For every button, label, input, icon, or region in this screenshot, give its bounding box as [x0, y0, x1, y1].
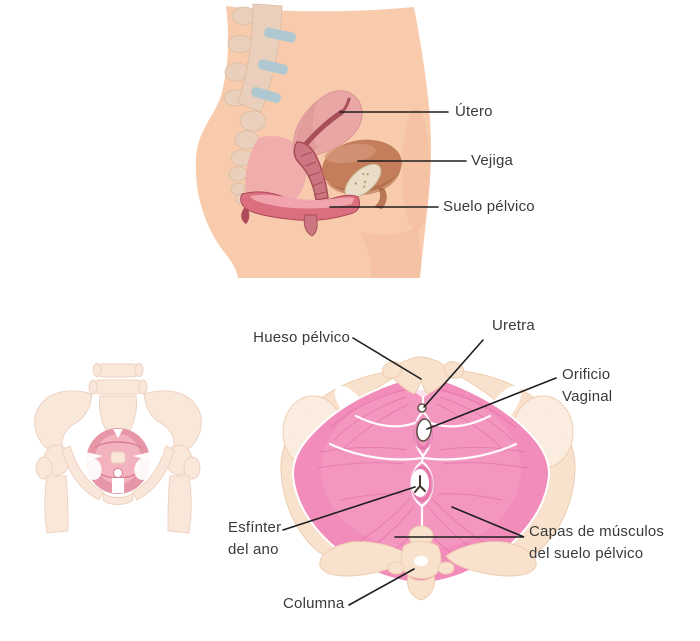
label-line: del ano [228, 541, 279, 558]
sagittal-pelvis-illustration [195, 3, 432, 278]
leader-esfinter [282, 486, 416, 531]
label-line: Vaginal [562, 388, 613, 405]
label-esfinter-del-ano: Esfínter del ano [228, 517, 281, 561]
label-line: del suelo pélvico [529, 545, 644, 562]
label-uretra: Uretra [492, 317, 535, 334]
leader-hueso-pelvico [352, 337, 422, 380]
label-line: Capas de músculos [529, 523, 665, 540]
label-suelo-pelvico: Suelo pélvico [443, 198, 535, 215]
label-capas-musculos: Capas de músculos del suelo pélvico [529, 521, 664, 565]
leader-orificio-vaginal [426, 377, 557, 430]
label-utero: Útero [455, 103, 493, 120]
label-orificio-vaginal: Orificio Vaginal [562, 364, 612, 408]
label-vejiga: Vejiga [471, 152, 514, 169]
label-columna: Columna [283, 595, 345, 612]
pelvis-front-illustration [34, 363, 202, 534]
leader-capas [394, 506, 525, 538]
vaginal-opening [416, 418, 432, 442]
label-line: Esfínter [228, 519, 282, 536]
leader-uretra [423, 339, 484, 408]
label-line: Orificio [562, 366, 611, 383]
pelvic-floor-top-illustration [280, 356, 576, 601]
leader-columna [348, 568, 415, 606]
leader-lines [282, 111, 557, 606]
label-hueso-pelvico: Hueso pélvico [253, 329, 350, 346]
